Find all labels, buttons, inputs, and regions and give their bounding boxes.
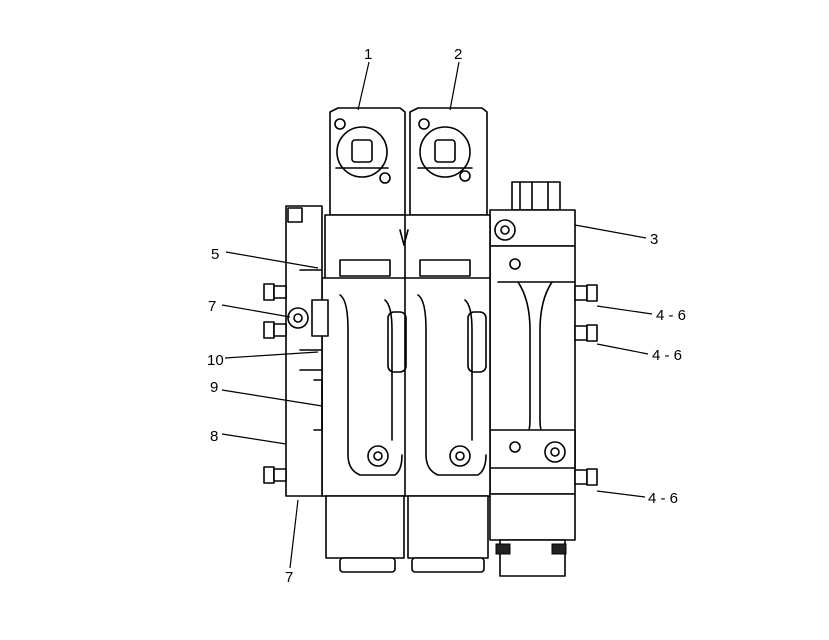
- bottom-solenoids: [325, 493, 576, 577]
- callout-7-upper: 7: [208, 298, 216, 315]
- right-bolts: [574, 284, 598, 486]
- callout-1: 1: [364, 46, 372, 63]
- callout-4-6-lower: 4 - 6: [648, 490, 678, 507]
- callout-8: 8: [210, 428, 218, 445]
- valve-3-block: [489, 181, 576, 495]
- callout-5: 5: [211, 246, 219, 263]
- solenoid-1: [329, 107, 406, 216]
- callout-2: 2: [454, 46, 462, 63]
- left-bolts: [263, 283, 287, 484]
- solenoid-2: [409, 107, 488, 216]
- callout-4-6-middle: 4 - 6: [652, 347, 682, 364]
- callout-10: 10: [207, 352, 224, 369]
- manifold-main: [321, 277, 491, 497]
- callout-9: 9: [210, 379, 218, 396]
- callout-7-lower: 7: [285, 569, 293, 586]
- callout-3: 3: [650, 231, 658, 248]
- leader-lines: [221, 61, 653, 569]
- manifold-upper: [324, 214, 491, 281]
- callout-4-6-upper: 4 - 6: [656, 307, 686, 324]
- end-plate-8: [285, 205, 329, 497]
